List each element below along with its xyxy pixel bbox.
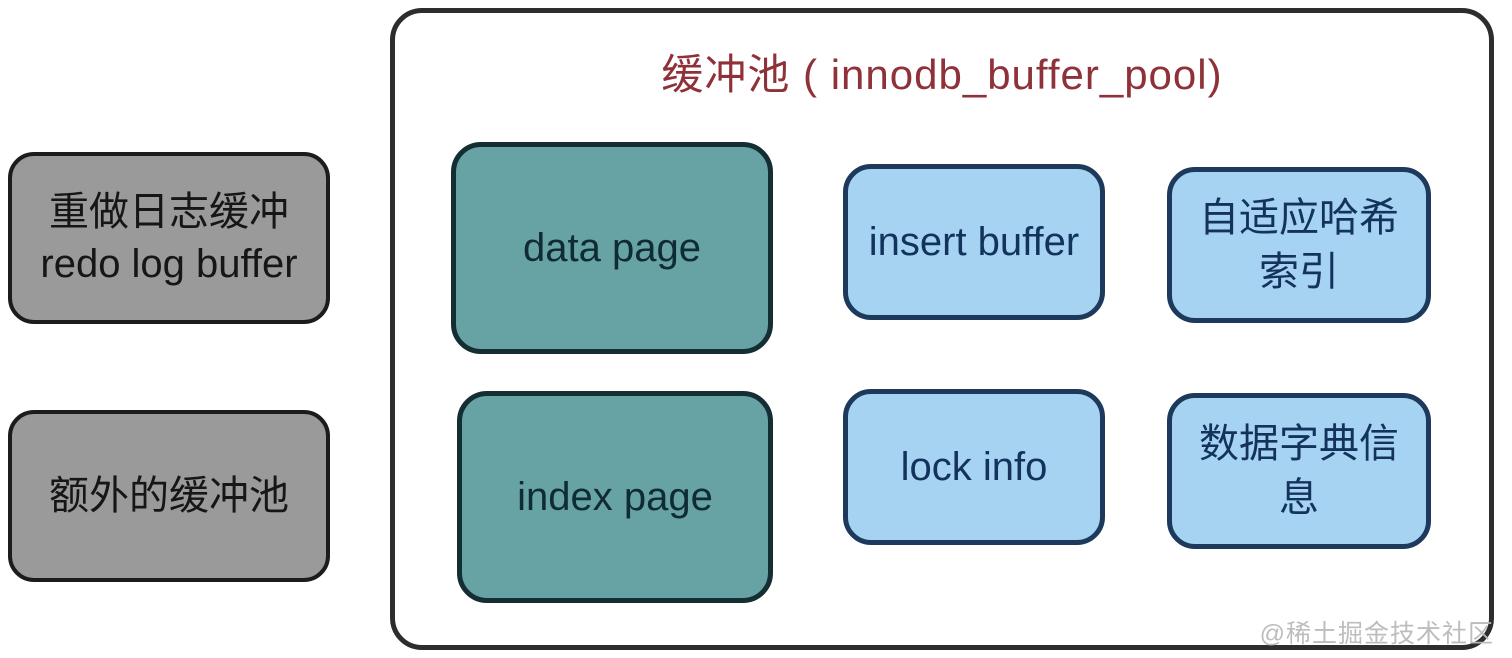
insert-buffer-box: insert buffer <box>843 164 1105 320</box>
index-page-label: index page <box>517 475 713 519</box>
data-page-box: data page <box>451 142 773 354</box>
data-dictionary-info-box: 数据字典信息 <box>1167 393 1431 549</box>
watermark: @稀土掘金技术社区 <box>1259 620 1494 648</box>
data-page-label: data page <box>523 226 701 270</box>
buffer-pool-container: 缓冲池 ( innodb_buffer_pool) data page inse… <box>390 8 1494 650</box>
adaptive-hash-index-label: 自适应哈希索引 <box>1199 196 1399 294</box>
redo-log-buffer-label-cn: 重做日志缓冲 <box>49 190 289 234</box>
adaptive-hash-index-box: 自适应哈希索引 <box>1167 167 1431 323</box>
redo-log-buffer-box: 重做日志缓冲 redo log buffer <box>8 152 330 324</box>
extra-buffer-pool-label: 额外的缓冲池 <box>49 474 289 518</box>
lock-info-box: lock info <box>843 389 1105 545</box>
index-page-box: index page <box>457 391 773 603</box>
redo-log-buffer-label-en: redo log buffer <box>40 242 298 286</box>
buffer-pool-title: 缓冲池 ( innodb_buffer_pool) <box>661 51 1223 98</box>
data-dictionary-info-label: 数据字典信息 <box>1199 422 1399 520</box>
extra-buffer-pool-box: 额外的缓冲池 <box>8 410 330 582</box>
lock-info-label: lock info <box>900 445 1048 489</box>
insert-buffer-label: insert buffer <box>868 220 1080 264</box>
